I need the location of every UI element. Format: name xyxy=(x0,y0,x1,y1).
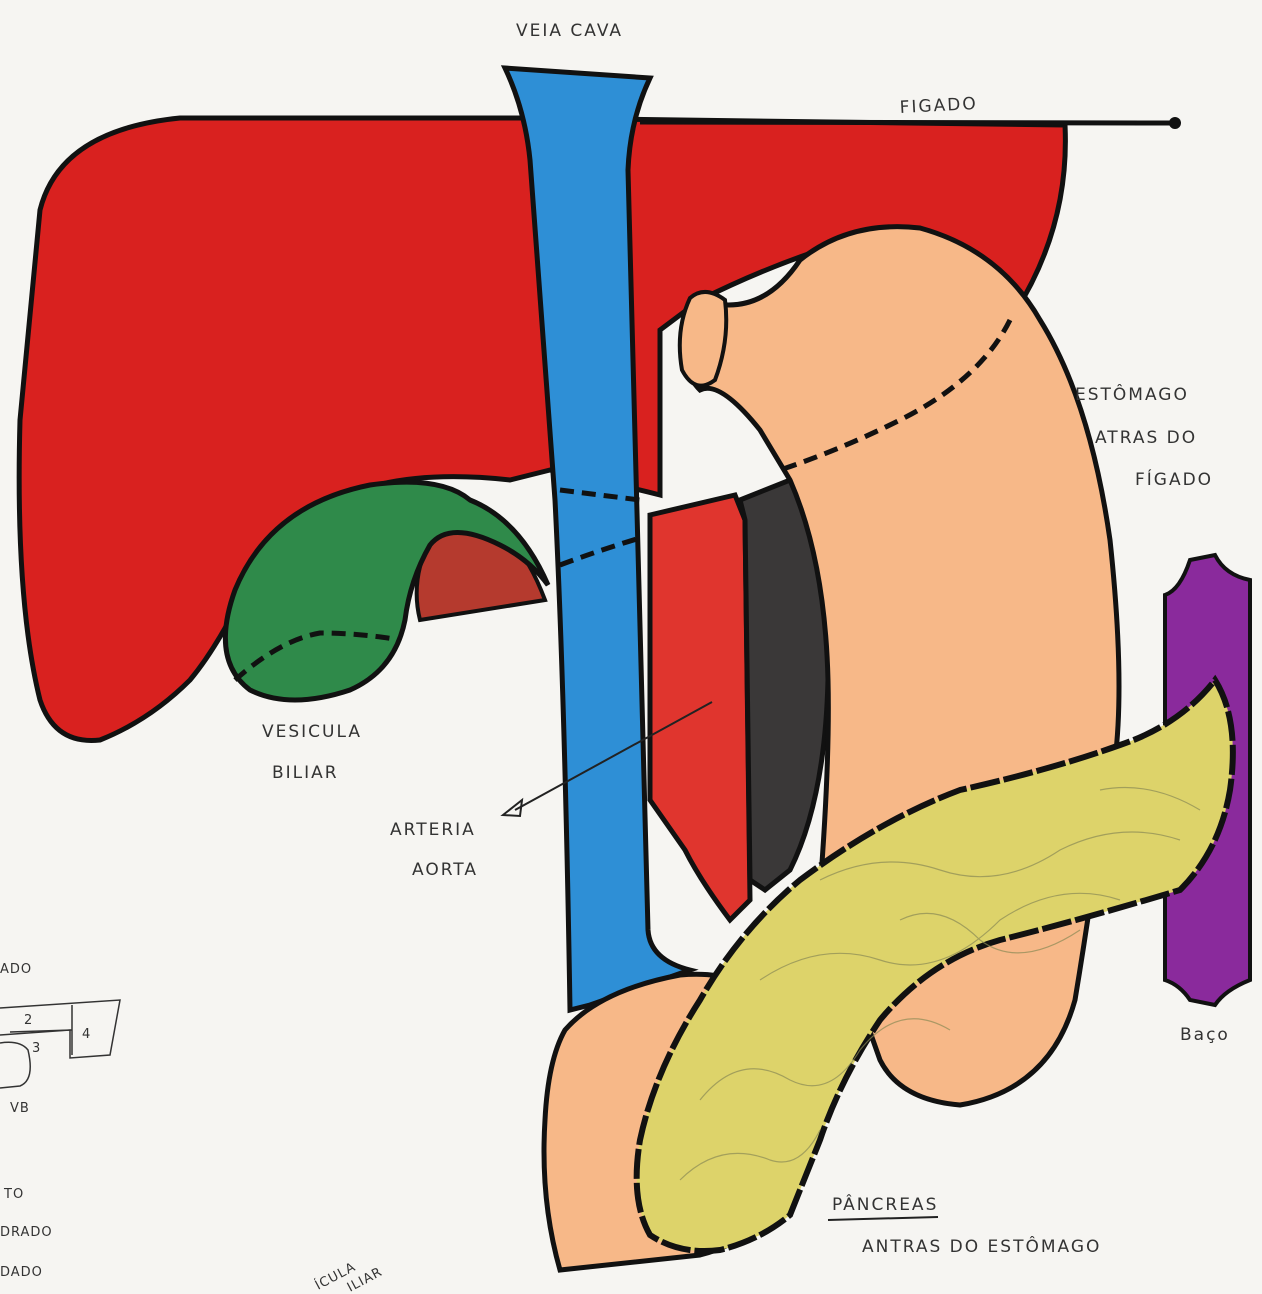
pancreas-underline xyxy=(828,1217,938,1220)
label-arteria-2: AORTA xyxy=(412,860,478,880)
label-veia-cava: VEIA CAVA xyxy=(516,21,623,41)
note-vb: VB xyxy=(10,1101,30,1116)
note-to: TO xyxy=(3,1187,24,1202)
note-drado: DRADO xyxy=(0,1225,53,1240)
note-seg3: 3 xyxy=(32,1041,41,1056)
label-pancreas-2: ANTRAS DO ESTÔMAGO xyxy=(862,1235,1101,1257)
label-baco: Baço xyxy=(1180,1025,1230,1045)
label-estomago-1: ESTÔMAGO xyxy=(1075,383,1189,405)
label-vesicula-1: VESICULA xyxy=(262,722,362,742)
note-seg4: 4 xyxy=(82,1027,91,1042)
label-estomago-2: ATRAS DO xyxy=(1095,428,1197,448)
label-estomago-3: FÍGADO xyxy=(1135,468,1213,490)
segment-sketch xyxy=(0,1000,120,1088)
note-seg2: 2 xyxy=(24,1013,33,1028)
label-figado: FIGADO xyxy=(899,94,978,118)
label-pancreas-1: PÂNCREAS xyxy=(832,1193,938,1215)
label-vesicula-2: BILIAR xyxy=(272,763,339,783)
note-dado: DADO xyxy=(0,1265,43,1280)
stomach-cardia-shape xyxy=(680,292,726,386)
label-arteria-1: ARTERIA xyxy=(390,820,476,840)
note-ado: ADO xyxy=(0,962,32,977)
